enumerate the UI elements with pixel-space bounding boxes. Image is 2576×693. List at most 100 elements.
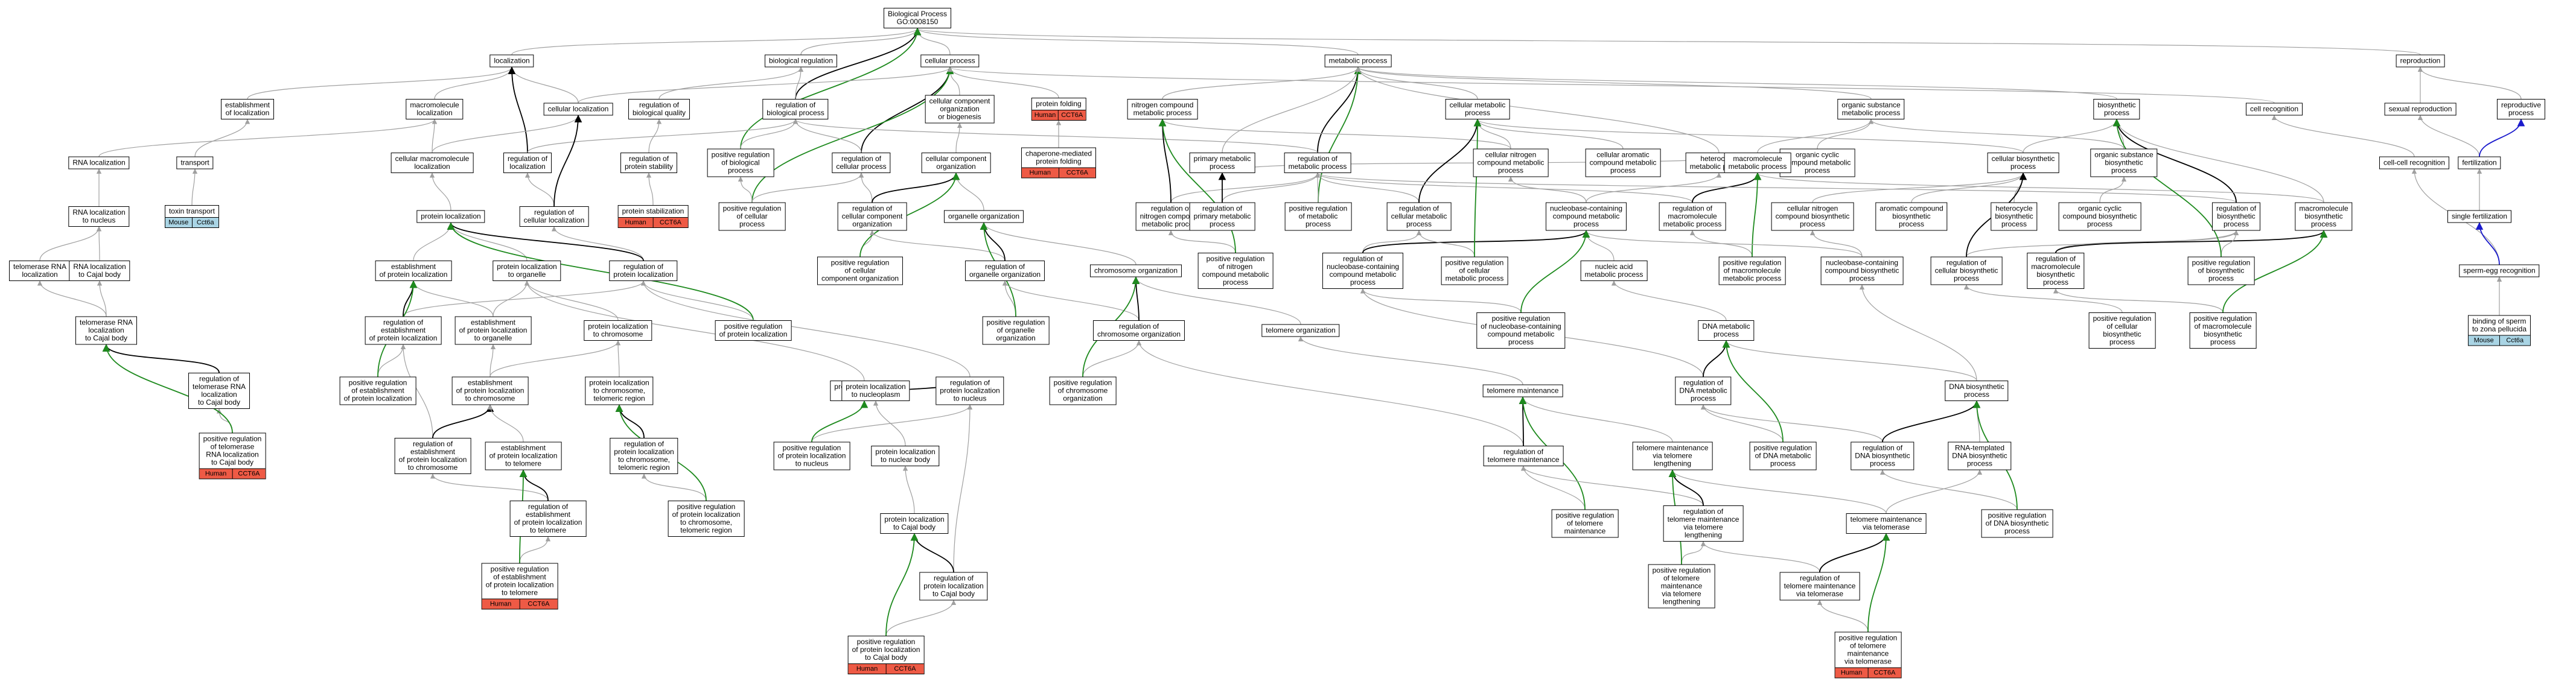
go-term-posreg-ncmp[interactable]: positive regulation of nitrogen compound… bbox=[1197, 253, 1274, 289]
go-term-telorg[interactable]: telomere organization bbox=[1261, 324, 1340, 337]
go-term-posreg-telmaint-telo[interactable]: positive regulation of telomere maintena… bbox=[1648, 564, 1715, 609]
go-term-macroloc[interactable]: macromolecule localization bbox=[406, 99, 464, 119]
go-term-reg-protloc-cajal[interactable]: regulation of protein localization to Ca… bbox=[919, 572, 988, 601]
go-term-hetbp[interactable]: heterocycle biosynthetic process bbox=[1991, 202, 2038, 231]
go-term-ccrecog[interactable]: cell-cell recognition bbox=[2379, 156, 2450, 169]
go-term-regmet[interactable]: regulation of metabolic process bbox=[1284, 153, 1351, 173]
go-term-telmaint-telo[interactable]: telomere maintenance via telomere length… bbox=[1632, 441, 1713, 470]
go-term-repro[interactable]: reproduction bbox=[2396, 54, 2445, 68]
go-term-occmp[interactable]: organic cyclic compound metabolic proces… bbox=[1779, 148, 1855, 177]
go-term-nuclbp[interactable]: nucleobase-containing compound biosynthe… bbox=[1820, 256, 1904, 285]
go-term-biosyn[interactable]: biosynthetic process bbox=[2093, 99, 2140, 119]
go-term-root[interactable]: Biological Process GO:0008150 bbox=[883, 8, 952, 28]
go-term-reg-cellbiosyn[interactable]: regulation of cellular biosynthetic proc… bbox=[1930, 256, 2003, 285]
go-term-reg-nuclmet[interactable]: regulation of nucleobase-containing comp… bbox=[1322, 253, 1404, 289]
go-term-regmacromet[interactable]: regulation of macromolecule metabolic pr… bbox=[1659, 202, 1726, 231]
go-term-rnaloc-nuc[interactable]: RNA localization to nucleus bbox=[68, 206, 130, 227]
go-term-reg-macrobiosyn[interactable]: regulation of macromolecule biosynthetic… bbox=[2027, 253, 2085, 289]
go-term-cncbp[interactable]: cellular nitrogen compound biosynthetic … bbox=[1771, 202, 1854, 231]
go-term-metproc[interactable]: metabolic process bbox=[1324, 54, 1392, 68]
go-term-posreg-est-protloc-tel[interactable]: positive regulation of establishment of … bbox=[481, 563, 558, 610]
go-term-posreg-dnamet[interactable]: positive regulation of DNA metabolic pro… bbox=[1749, 441, 1817, 470]
go-term-acbp[interactable]: aromatic compound biosynthetic process bbox=[1875, 202, 1948, 231]
go-term-regbiosyn[interactable]: regulation of biosynthetic process bbox=[2211, 202, 2261, 231]
go-term-reg-telmaint-teloase[interactable]: regulation of telomere maintenance via t… bbox=[1779, 572, 1860, 601]
go-term-reg-terc-cajal[interactable]: regulation of telomerase RNA localizatio… bbox=[188, 373, 250, 409]
go-term-posreg-macromet[interactable]: positive regulation of macromolecule met… bbox=[1718, 256, 1786, 285]
go-term-cellloc[interactable]: cellular localization bbox=[543, 103, 613, 116]
go-term-nucacid[interactable]: nucleic acid metabolic process bbox=[1580, 261, 1648, 281]
go-term-posregbio[interactable]: positive regulation of biological proces… bbox=[707, 148, 774, 177]
go-term-telmaint-teloase[interactable]: telomere maintenance via telomerase bbox=[1846, 513, 1927, 534]
go-term-reg-dnamet[interactable]: regulation of DNA metabolic process bbox=[1675, 376, 1732, 405]
go-term-cccob[interactable]: cellular component organization or bioge… bbox=[925, 95, 995, 124]
go-term-fert[interactable]: fertilization bbox=[2458, 156, 2501, 169]
go-term-posreg-dnabiosyn[interactable]: positive regulation of DNA biosynthetic … bbox=[1981, 509, 2053, 538]
go-term-posreg-nuclmet[interactable]: positive regulation of nucleobase-contai… bbox=[1476, 312, 1566, 349]
go-term-posreg-terc-cajal[interactable]: positive regulation of telomerase RNA lo… bbox=[199, 432, 266, 479]
go-term-posreg-cellbiosyn[interactable]: positive regulation of cellular biosynth… bbox=[2088, 312, 2156, 349]
go-term-posreg-protloc[interactable]: positive regulation of protein localizat… bbox=[715, 320, 792, 341]
go-term-bioreg[interactable]: biological regulation bbox=[764, 54, 838, 68]
go-term-posreg-telmaint-teloase[interactable]: positive regulation of telomere maintena… bbox=[1834, 631, 1902, 679]
go-term-protloc-chrom[interactable]: protein localization to chromosome bbox=[584, 320, 652, 341]
go-term-cacmp[interactable]: cellular aromatic compound metabolic pro… bbox=[1585, 148, 1661, 177]
go-term-loc[interactable]: localization bbox=[489, 54, 534, 68]
go-term-posreg-protloc-nuc[interactable]: positive regulation of protein localizat… bbox=[773, 441, 850, 470]
go-term-telmaint[interactable]: telomere maintenance bbox=[1482, 384, 1563, 397]
go-term-cellbiosyn[interactable]: cellular biosynthetic process bbox=[1987, 153, 2059, 173]
go-term-macromet[interactable]: macromolecule metabolic process bbox=[1724, 153, 1791, 173]
go-term-rnatemp[interactable]: RNA-templated DNA biosynthetic process bbox=[1948, 441, 2012, 470]
go-term-posreg-orgorg[interactable]: positive regulation of organelle organiz… bbox=[982, 316, 1050, 345]
go-term-dnamet[interactable]: DNA metabolic process bbox=[1698, 320, 1755, 341]
go-term-est-protloc-org[interactable]: establishment of protein localization to… bbox=[454, 316, 532, 345]
go-term-reg-est-protloc[interactable]: regulation of establishment of protein l… bbox=[365, 316, 442, 345]
go-term-regcellmet[interactable]: regulation of cellular metabolic process bbox=[1386, 202, 1452, 231]
go-term-ccorg[interactable]: cellular component organization bbox=[921, 153, 991, 173]
go-term-rnaloc[interactable]: RNA localization bbox=[68, 156, 130, 169]
go-term-chromorg[interactable]: chromosome organization bbox=[1089, 264, 1182, 277]
go-term-dnabiosyn[interactable]: DNA biosynthetic process bbox=[1945, 381, 2009, 401]
go-term-occbp[interactable]: organic cyclic compound biosynthetic pro… bbox=[2058, 202, 2141, 231]
go-term-estloc[interactable]: establishment of localization bbox=[220, 99, 275, 119]
go-term-est-protloc[interactable]: establishment of protein localization bbox=[375, 261, 452, 281]
go-term-regcellproc[interactable]: regulation of cellular process bbox=[832, 153, 891, 173]
go-term-posreg-macrobiosyn[interactable]: positive regulation of macromolecule bio… bbox=[2189, 312, 2257, 349]
go-term-primmet[interactable]: primary metabolic process bbox=[1189, 153, 1255, 173]
go-term-protloc-telreg[interactable]: protein localization to chromosome, telo… bbox=[585, 376, 654, 405]
go-term-reg-chromorg[interactable]: regulation of chromosome organization bbox=[1092, 320, 1185, 341]
go-term-nuclmet[interactable]: nucleobase-containing compound metabolic… bbox=[1545, 202, 1627, 231]
go-term-posregmet[interactable]: positive regulation of metabolic process bbox=[1284, 202, 1352, 231]
go-term-regccorg[interactable]: regulation of cellular component organiz… bbox=[837, 202, 907, 231]
go-term-terc-loc[interactable]: telomerase RNA localization bbox=[8, 261, 71, 281]
go-term-regbioproc[interactable]: regulation of biological process bbox=[762, 99, 829, 119]
go-term-est-protloc-chrom[interactable]: establishment of protein localization to… bbox=[451, 376, 529, 405]
go-term-reg-dnabiosyn[interactable]: regulation of DNA biosynthetic process bbox=[1851, 441, 1914, 470]
go-term-regprim[interactable]: regulation of primary metabolic process bbox=[1189, 202, 1255, 231]
go-term-regloc[interactable]: regulation of localization bbox=[503, 153, 552, 173]
go-term-protloc-nucbody[interactable]: protein localization to nuclear body bbox=[871, 446, 940, 466]
go-term-reg-orgorg[interactable]: regulation of organelle organization bbox=[964, 261, 1045, 281]
go-term-cncmp[interactable]: cellular nitrogen compound metabolic pro… bbox=[1473, 148, 1549, 177]
go-term-posreg-est-protloc[interactable]: positive regulation of establishment of … bbox=[339, 376, 416, 405]
go-term-protloc-cajal[interactable]: protein localization to Cajal body bbox=[880, 513, 949, 534]
go-term-posreg-protloc-telreg[interactable]: positive regulation of protein localizat… bbox=[668, 501, 745, 537]
go-term-posreg-cellmet[interactable]: positive regulation of cellular metaboli… bbox=[1441, 256, 1508, 285]
go-term-spermegg[interactable]: sperm-egg recognition bbox=[2459, 264, 2540, 277]
go-term-macrobiosyn[interactable]: macromolecule biosynthetic process bbox=[2295, 202, 2353, 231]
go-term-cellmet[interactable]: cellular metabolic process bbox=[1445, 99, 1510, 119]
go-term-ncmp[interactable]: nitrogen compound metabolic process bbox=[1127, 99, 1198, 119]
go-term-terc-cajal[interactable]: telomerase RNA localization to Cajal bod… bbox=[75, 316, 138, 345]
go-term-orgorg[interactable]: organelle organization bbox=[943, 210, 1024, 223]
go-term-protloc-org[interactable]: protein localization to organelle bbox=[493, 261, 561, 281]
go-term-posreg-biosyn[interactable]: positive regulation of biosynthetic proc… bbox=[2187, 256, 2255, 285]
go-term-regcellloc[interactable]: regulation of cellular localization bbox=[519, 206, 589, 227]
go-term-posreg-chromorg[interactable]: positive regulation of chromosome organi… bbox=[1049, 376, 1117, 405]
go-term-sexrepro[interactable]: sexual reproduction bbox=[2384, 103, 2456, 116]
go-term-rna-cajal[interactable]: RNA localization to Cajal body bbox=[69, 261, 130, 281]
go-term-posreg-ccorg[interactable]: positive regulation of cellular componen… bbox=[817, 256, 904, 285]
